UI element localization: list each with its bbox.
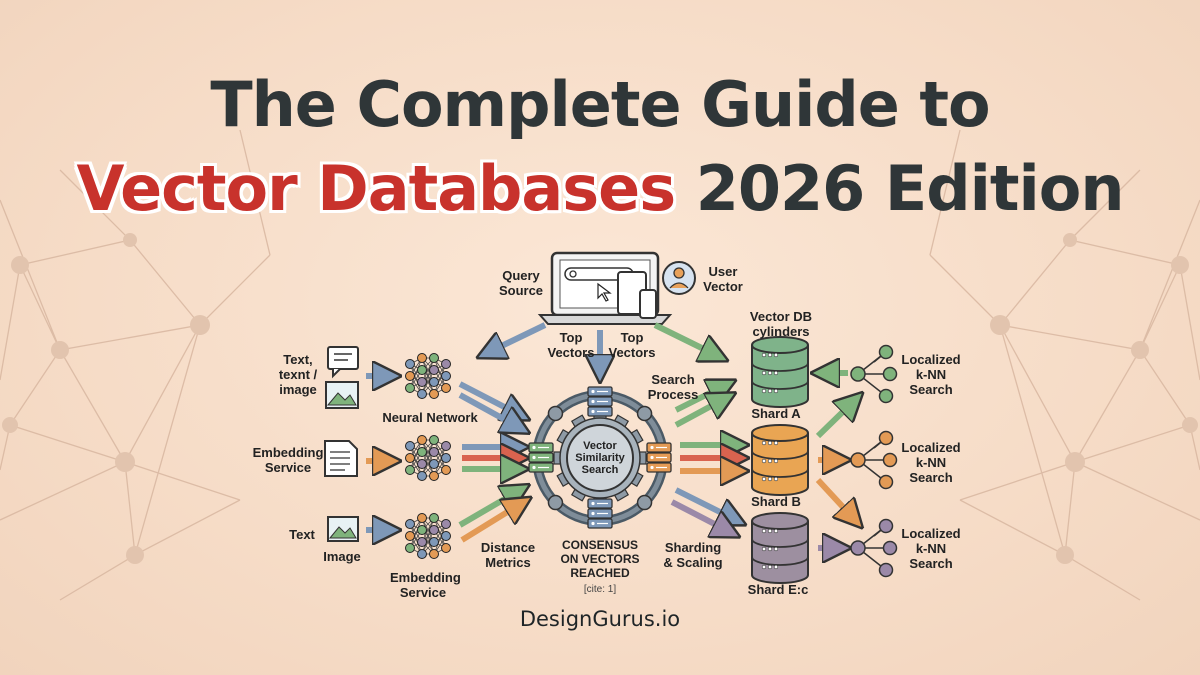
tree-node-icon	[850, 344, 898, 404]
label-text-texnt-image: Text, texnt / image	[278, 352, 318, 397]
label-user-vector: User Vector	[703, 264, 743, 294]
label-embedding-service-left: Embedding Service	[252, 445, 324, 475]
tree-node-icon	[850, 430, 898, 490]
label-shard-c: Shard E:c	[747, 582, 809, 597]
neural-network-icon	[405, 353, 451, 399]
label-distance-metrics: Distance Metrics	[480, 540, 536, 570]
user-avatar-icon	[662, 261, 696, 295]
label-image: Image	[323, 549, 361, 564]
database-cylinder-icon	[751, 512, 809, 584]
label-consensus: CONSENSUS ON VECTORS REACHED	[560, 538, 640, 580]
title-line-1: The Complete Guide to	[210, 68, 990, 141]
label-knn-3: Localized k-NN Search	[901, 526, 961, 571]
label-vector-db-cylinders: Vector DB cylinders	[749, 309, 813, 339]
neural-network-icon	[405, 513, 451, 559]
server-icon	[587, 498, 613, 529]
chat-bubble-icon	[327, 346, 359, 379]
label-top-vectors-left: Top Vectors	[547, 330, 595, 360]
database-cylinder-icon	[751, 336, 809, 408]
label-text: Text	[289, 527, 315, 542]
brand-footer: DesignGurus.io	[519, 607, 681, 631]
server-icon	[528, 442, 554, 473]
database-cylinder-icon	[751, 424, 809, 496]
document-icon	[324, 440, 358, 477]
label-knn-1: Localized k-NN Search	[901, 352, 961, 397]
server-icon	[646, 442, 672, 473]
title-highlight: Vector Databases	[76, 152, 676, 225]
label-search-process: Search Process	[647, 372, 699, 402]
label-knn-2: Localized k-NN Search	[901, 440, 961, 485]
label-shard-b: Shard B	[751, 494, 801, 509]
label-query-source: Query Source	[498, 268, 544, 298]
label-vector-similarity-search: Vector Similarity Search	[575, 440, 625, 476]
tree-node-icon	[850, 518, 898, 578]
image-icon	[325, 381, 359, 409]
server-icon	[587, 386, 613, 417]
phone-icon	[639, 289, 657, 319]
title-line-2: Vector Databases 2026 Edition	[0, 152, 1200, 225]
label-cite: [cite: 1]	[583, 584, 617, 595]
label-sharding-scaling: Sharding & Scaling	[663, 540, 723, 570]
label-top-vectors-right: Top Vectors	[608, 330, 656, 360]
title-edition: 2026 Edition	[695, 152, 1125, 225]
label-embedding-service-bottom: Embedding Service	[390, 570, 461, 600]
label-shard-a: Shard A	[751, 406, 801, 421]
neural-network-icon	[405, 435, 451, 481]
image-icon	[327, 516, 359, 542]
label-neural-network: Neural Network	[382, 410, 478, 425]
